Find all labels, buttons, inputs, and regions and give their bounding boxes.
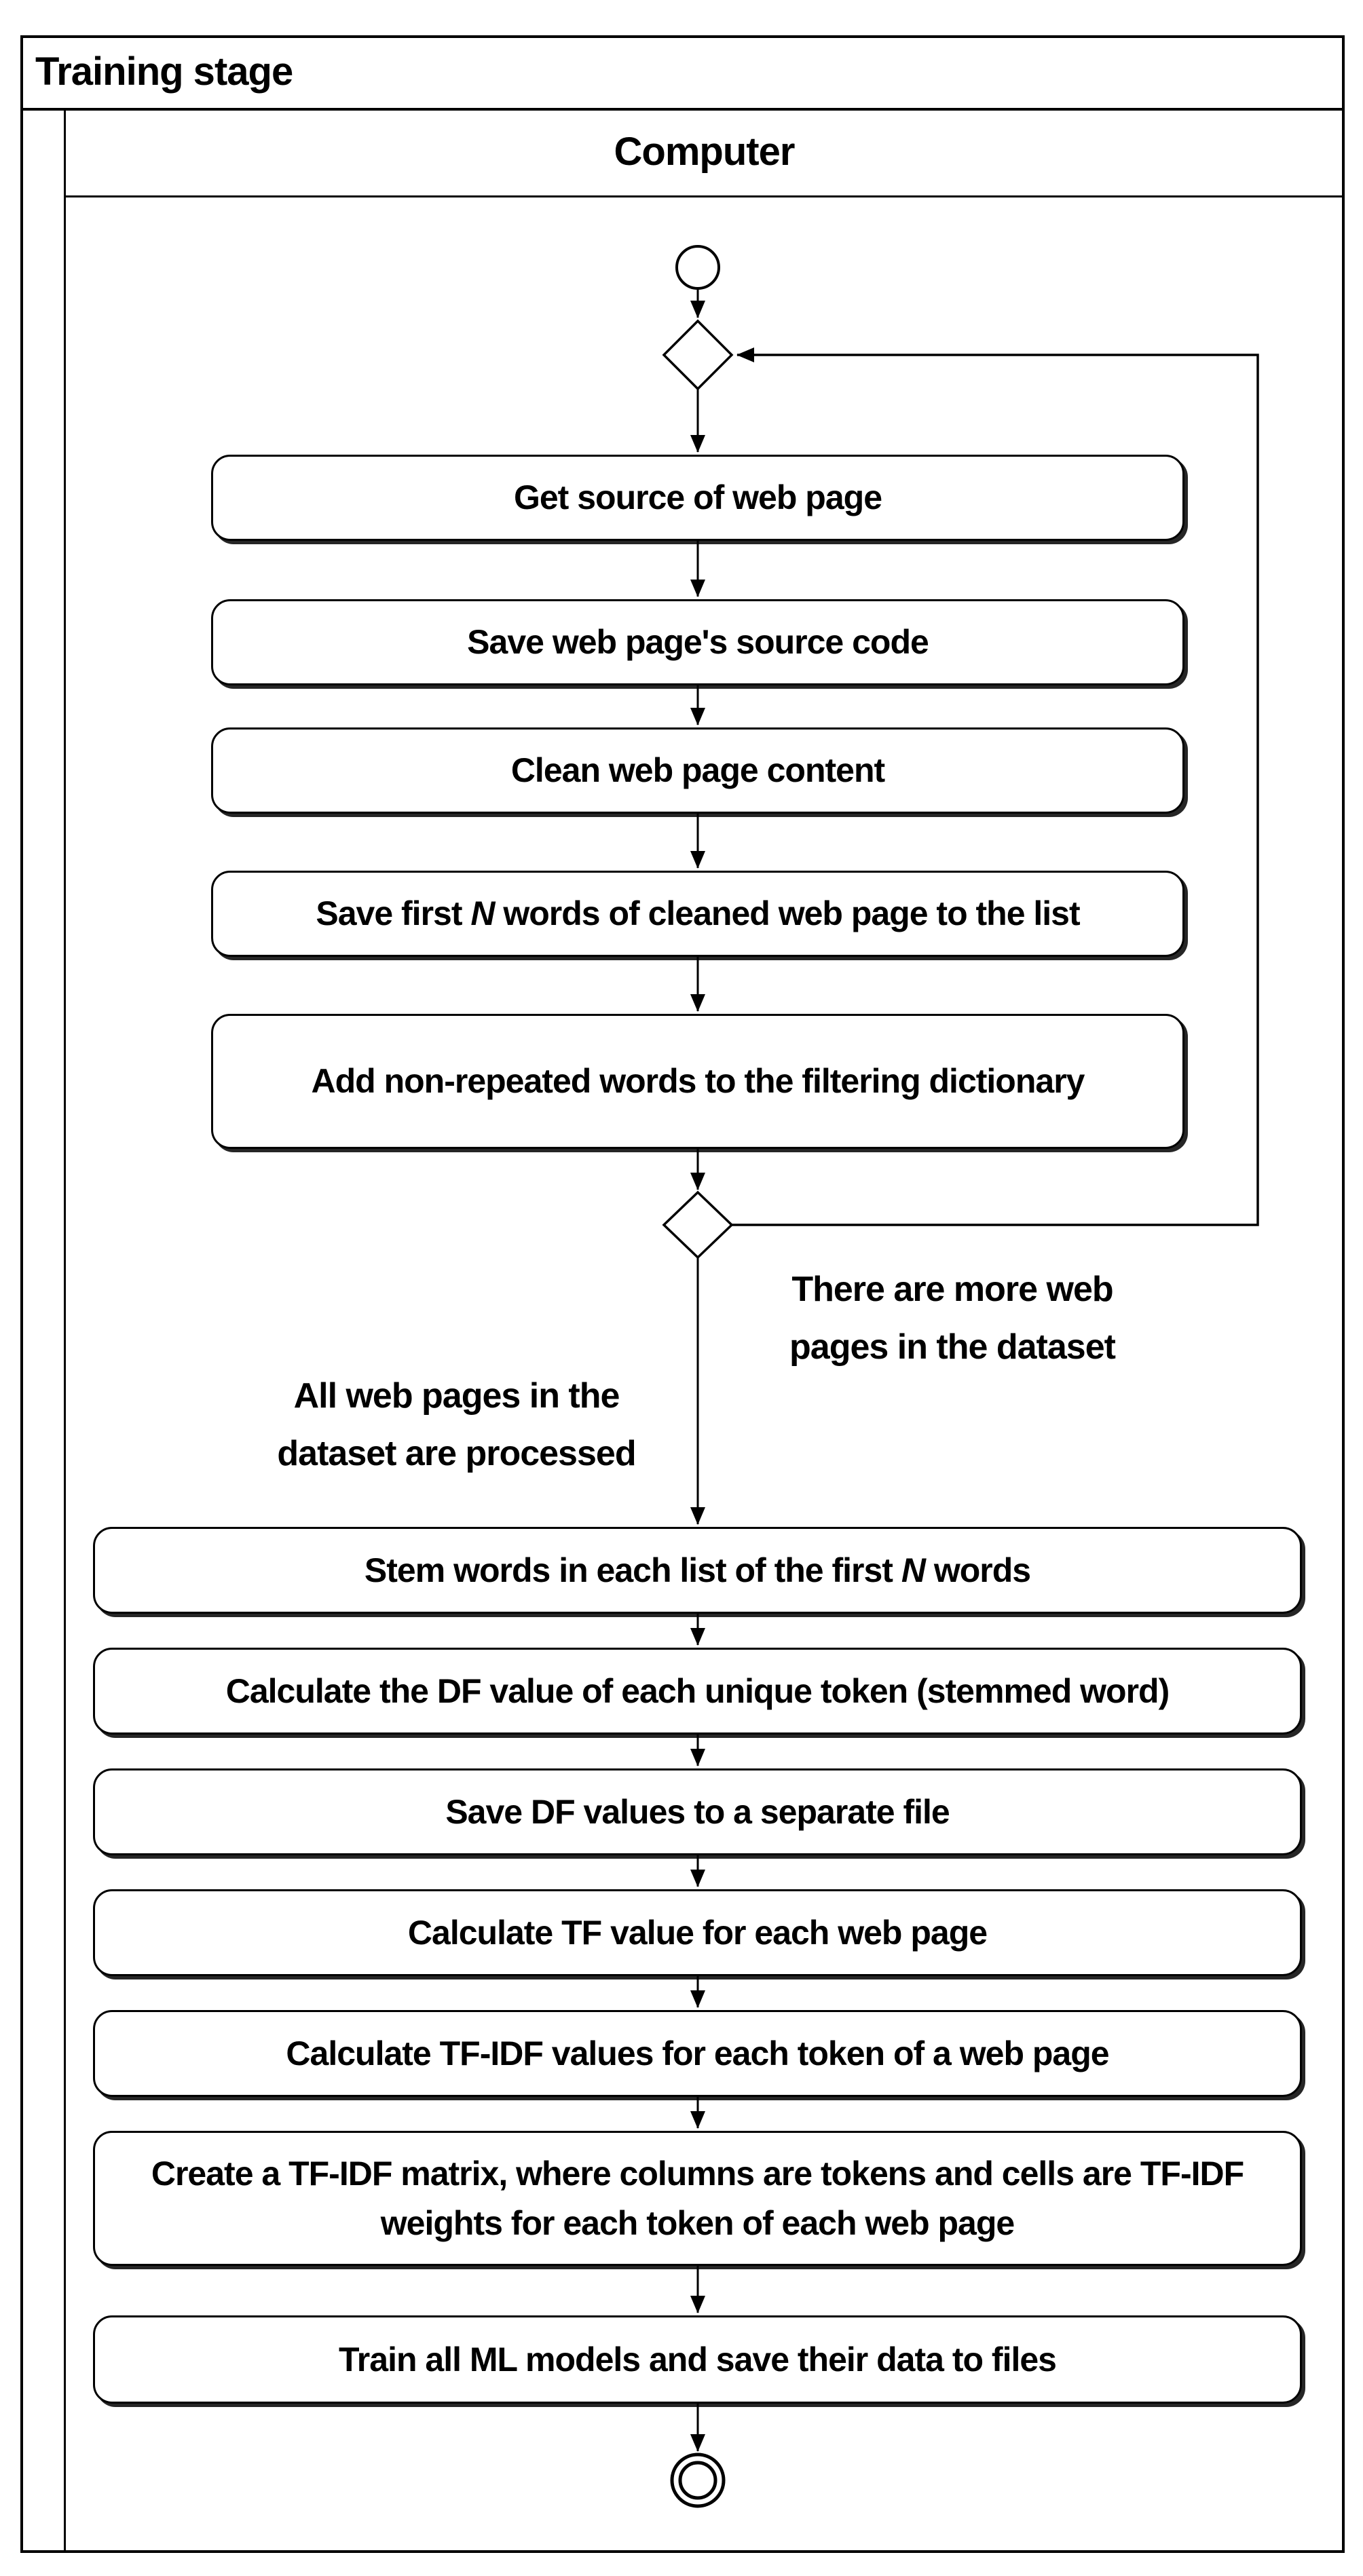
activity-label: Get source of web page bbox=[513, 478, 882, 517]
activity-create-tfidf-matrix: Create a TF-IDF matrix, where columns ar… bbox=[93, 2131, 1302, 2266]
guard-label-more-pages: There are more web pages in the dataset bbox=[789, 1270, 1116, 1367]
activity-calculate-tf-value: Calculate TF value for each web page bbox=[93, 1889, 1302, 1976]
activity-label: Train all ML models and save their data … bbox=[339, 2340, 1057, 2379]
activity-calculate-tfidf-values: Calculate TF-IDF values for each token o… bbox=[93, 2010, 1302, 2097]
activity-save-source-code: Save web page's source code bbox=[211, 599, 1184, 685]
activity-label-italic: N bbox=[470, 894, 495, 933]
activity-label: Calculate TF-IDF values for each token o… bbox=[286, 2034, 1109, 2072]
activity-label: words bbox=[925, 1551, 1031, 1589]
activity-stem-words: Stem words in each list of the first N w… bbox=[93, 1527, 1302, 1614]
activity-clean-web-page-content: Clean web page content bbox=[211, 727, 1184, 814]
activity-label: Save first bbox=[316, 894, 471, 933]
frame-title: Training stage bbox=[35, 50, 293, 94]
guard-label-all-processed: All web pages in the dataset are process… bbox=[277, 1376, 636, 1473]
activity-label: Add non-repeated words to the filtering … bbox=[311, 1062, 1085, 1101]
frame-title-separator bbox=[20, 108, 1345, 111]
final-node-inner-ring bbox=[678, 2461, 717, 2500]
activity-label: Clean web page content bbox=[510, 751, 885, 790]
activity-get-source-of-web-page: Get source of web page bbox=[211, 455, 1184, 541]
activity-label: Create a TF-IDF matrix, where columns ar… bbox=[151, 2155, 1244, 2242]
activity-train-ml-models: Train all ML models and save their data … bbox=[93, 2315, 1302, 2404]
swimlane-title-separator bbox=[64, 195, 1345, 197]
decision-diamond bbox=[662, 1190, 734, 1259]
initial-node bbox=[675, 245, 720, 290]
activity-label: Stem words in each list of the first bbox=[364, 1551, 901, 1589]
activity-label: Save web page's source code bbox=[467, 623, 929, 662]
swimlane-left-border bbox=[64, 108, 66, 2553]
swimlane-title: Computer bbox=[614, 130, 796, 174]
activity-save-first-n-words: Save first N words of cleaned web page t… bbox=[211, 871, 1184, 957]
activity-label: Calculate the DF value of each unique to… bbox=[225, 1671, 1170, 1710]
activity-calculate-df-value: Calculate the DF value of each unique to… bbox=[93, 1648, 1302, 1735]
merge-diamond bbox=[662, 319, 734, 391]
activity-label: words of cleaned web page to the list bbox=[494, 894, 1080, 933]
activity-label: Save DF values to a separate file bbox=[445, 1792, 950, 1831]
loop-back-edge bbox=[732, 347, 1259, 1226]
activity-label: Calculate TF value for each web page bbox=[407, 1913, 988, 1952]
activity-add-non-repeated-words: Add non-repeated words to the filtering … bbox=[211, 1014, 1184, 1149]
activity-label-italic: N bbox=[901, 1551, 926, 1589]
activity-save-df-values: Save DF values to a separate file bbox=[93, 1768, 1302, 1855]
